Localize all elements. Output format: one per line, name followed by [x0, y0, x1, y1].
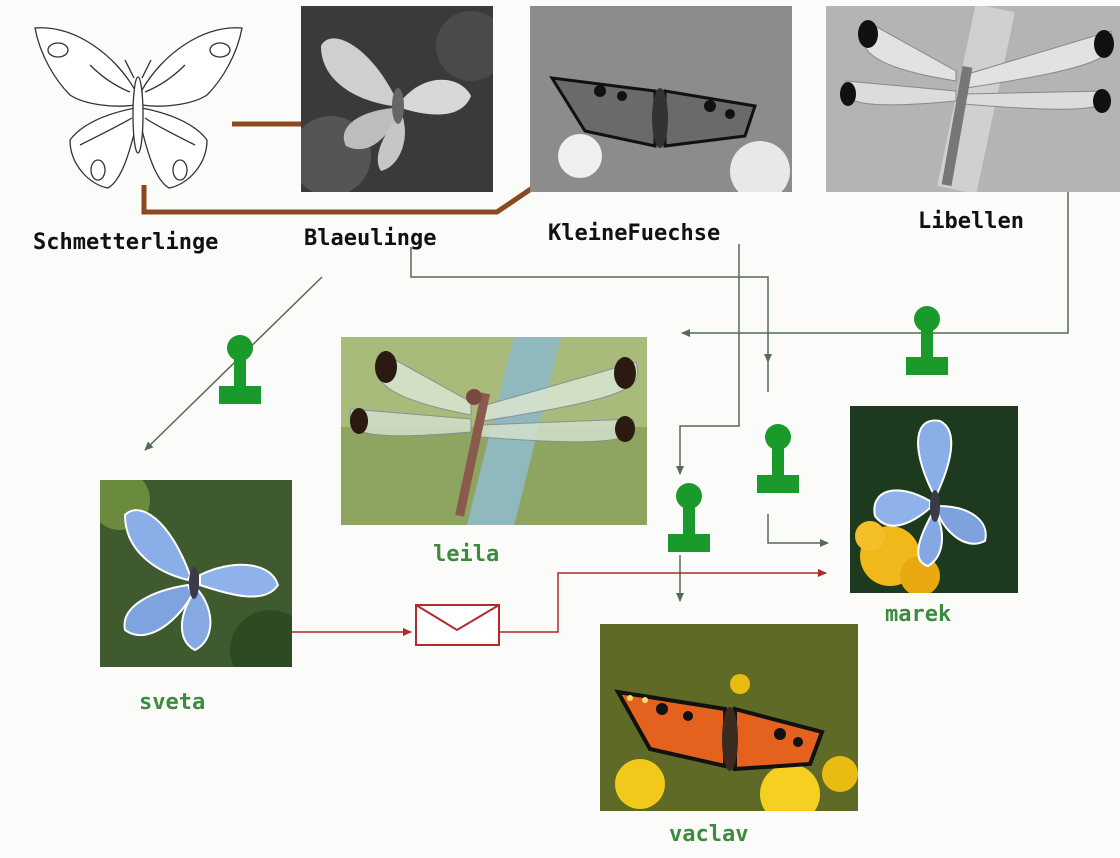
link-libellen-leila — [682, 183, 1068, 333]
leila-photo — [341, 337, 647, 525]
class-label-kleinefuechse: KleineFuechse — [548, 223, 720, 245]
vaclav-photo — [600, 624, 858, 811]
class-label-schmetterlinge: Schmetterlinge — [33, 232, 218, 254]
envelope-icon — [415, 604, 500, 646]
marek-photo — [850, 406, 1018, 593]
link-kleinefuechse-vaclav — [680, 244, 739, 474]
user-label-marek: marek — [885, 604, 951, 626]
blaeulinge-photo — [301, 6, 493, 192]
user-label-sveta: sveta — [139, 692, 205, 714]
stamp-icon-sveta — [217, 331, 263, 407]
class-label-libellen: Libellen — [918, 211, 1024, 233]
kleinefuechse-photo — [530, 6, 792, 192]
stamp-icon-leila — [904, 302, 950, 378]
stamp-icon-marek — [755, 420, 801, 496]
butterfly-outline-icon — [30, 20, 245, 190]
link-stamp-marek — [768, 514, 828, 543]
class-label-blaeulinge: Blaeulinge — [304, 228, 436, 250]
user-label-vaclav: vaclav — [669, 824, 748, 846]
libellen-photo — [826, 6, 1120, 192]
stamp-icon-vaclav — [666, 479, 712, 555]
user-label-leila: leila — [433, 544, 499, 566]
sveta-photo — [100, 480, 292, 667]
